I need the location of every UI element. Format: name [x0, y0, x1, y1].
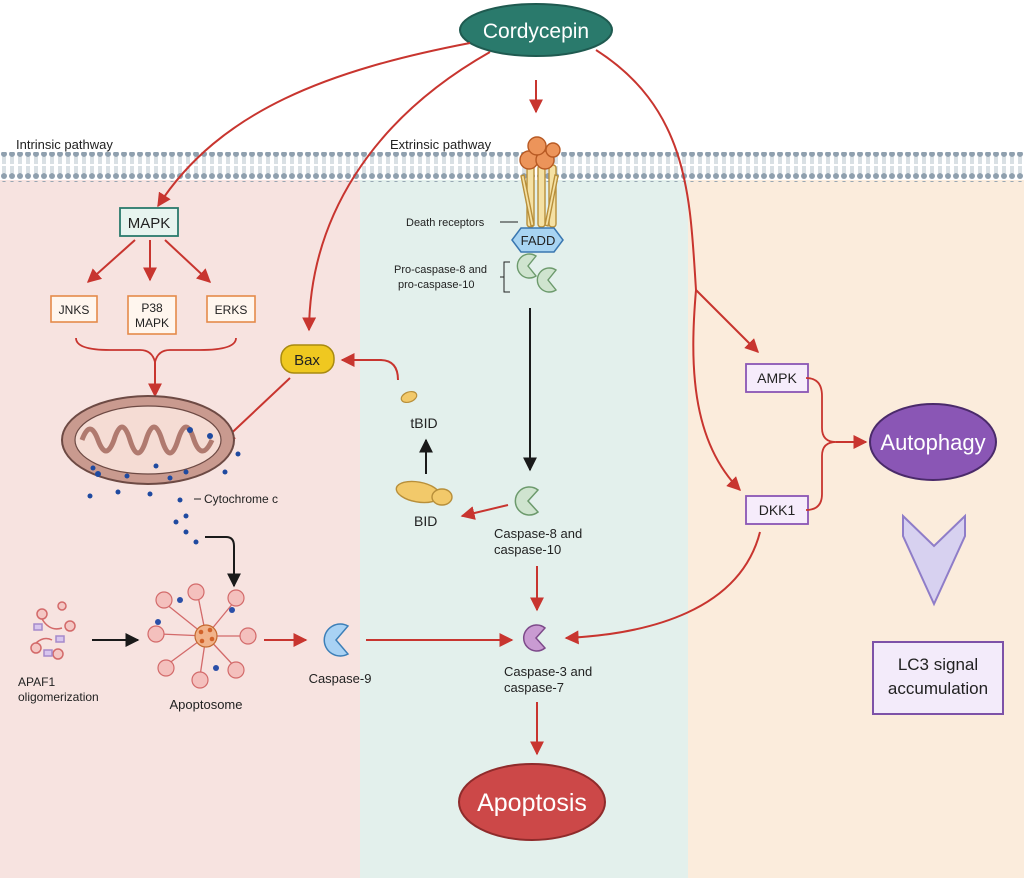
caspase9-icon	[323, 623, 350, 657]
jnks-label: JNKS	[59, 303, 90, 317]
caspase8-label-line1: Caspase-8 and	[494, 526, 582, 541]
arrow-tbid-to-bax	[340, 353, 399, 381]
cell-membrane	[0, 152, 1024, 182]
arrow-mapk-to-erks	[164, 239, 212, 283]
caspase3-icon	[522, 624, 547, 652]
chevron-down-icon	[902, 513, 966, 607]
intrinsic-pathway-label: Intrinsic pathway	[16, 137, 113, 152]
apoptosome	[147, 583, 257, 689]
apaf1-label-line2: oligomerization	[18, 690, 99, 704]
apoptosis-label: Apoptosis	[477, 789, 587, 817]
dkk1-box: DKK1	[745, 495, 809, 525]
death-receptors-label: Death receptors	[406, 217, 485, 229]
autophagy-label: Autophagy	[880, 430, 985, 455]
cordycepin-node: Cordycepin	[459, 3, 613, 57]
pro-caspase-bracket	[500, 261, 510, 293]
caspase3-label-line1: Caspase-3 and	[504, 664, 592, 679]
pro-caspase-label-line2: pro-caspase-10	[398, 279, 474, 291]
apaf1-label-line1: APAF1	[18, 675, 55, 689]
lc3-box: LC3 signal accumulation	[872, 641, 1004, 715]
arrow-cordycepin-right	[595, 49, 741, 491]
autophagy-node: Autophagy	[869, 403, 997, 481]
fadd-node: FADD	[511, 227, 564, 253]
lc3-label-line1: LC3 signal	[898, 655, 978, 674]
caspase8-icon	[514, 486, 540, 516]
pro-caspase-label-line1: Pro-caspase-8 and	[394, 264, 487, 276]
pro-caspase10-icon	[536, 267, 558, 293]
cytochrome-c-dots	[87, 451, 241, 545]
caspase8-label-line2: caspase-10	[494, 542, 561, 557]
arrow-cytochrome-to-apoptosome	[205, 536, 241, 588]
tbid-label: tBID	[410, 415, 437, 431]
fadd-label: FADD	[521, 233, 556, 248]
extrinsic-panel	[360, 180, 688, 878]
ampk-box: AMPK	[745, 363, 809, 393]
bid-label: BID	[414, 513, 437, 529]
arrow-mapk-to-jnks	[86, 239, 136, 283]
p38-box: P38 MAPK	[127, 295, 177, 335]
apaf1-monomers	[30, 601, 76, 660]
cordycepin-label: Cordycepin	[483, 20, 589, 43]
dkk1-label: DKK1	[759, 502, 796, 518]
erks-box: ERKS	[206, 295, 256, 323]
arrow-dkk1-to-caspase3	[564, 531, 761, 645]
arrow-caspase8-to-bid	[460, 504, 509, 520]
ampk-label: AMPK	[757, 370, 797, 386]
mapk-label: MAPK	[128, 215, 171, 232]
extrinsic-pathway-label: Extrinsic pathway	[390, 137, 492, 152]
intrinsic-panel	[0, 180, 360, 878]
p38-label-line2: MAPK	[135, 316, 169, 330]
bax-label: Bax	[294, 352, 320, 369]
arrow-cordycepin-to-mapk	[157, 42, 471, 208]
cytochrome-c-label: Cytochrome c	[204, 492, 278, 506]
caspase9-label: Caspase-9	[309, 671, 372, 686]
bid-icon	[395, 480, 453, 506]
mapk-box: MAPK	[119, 207, 179, 237]
autophagy-panel	[688, 180, 1024, 878]
tbid-icon	[400, 390, 418, 404]
erks-label: ERKS	[215, 303, 248, 317]
caspase3-label-line2: caspase-7	[504, 680, 564, 695]
lc3-label-line2: accumulation	[888, 679, 988, 698]
death-receptor-complex	[519, 136, 561, 228]
mitochondrion	[61, 395, 235, 485]
p38-label-line1: P38	[141, 301, 163, 315]
pro-caspase8-icon	[516, 253, 538, 279]
arrow-to-ampk	[695, 289, 759, 353]
arrow-cordycepin-to-bax	[302, 51, 491, 332]
bax-node: Bax	[280, 344, 335, 374]
apoptosis-node: Apoptosis	[458, 763, 606, 841]
jnks-box: JNKS	[50, 295, 98, 323]
apoptosome-label: Apoptosome	[170, 697, 243, 712]
